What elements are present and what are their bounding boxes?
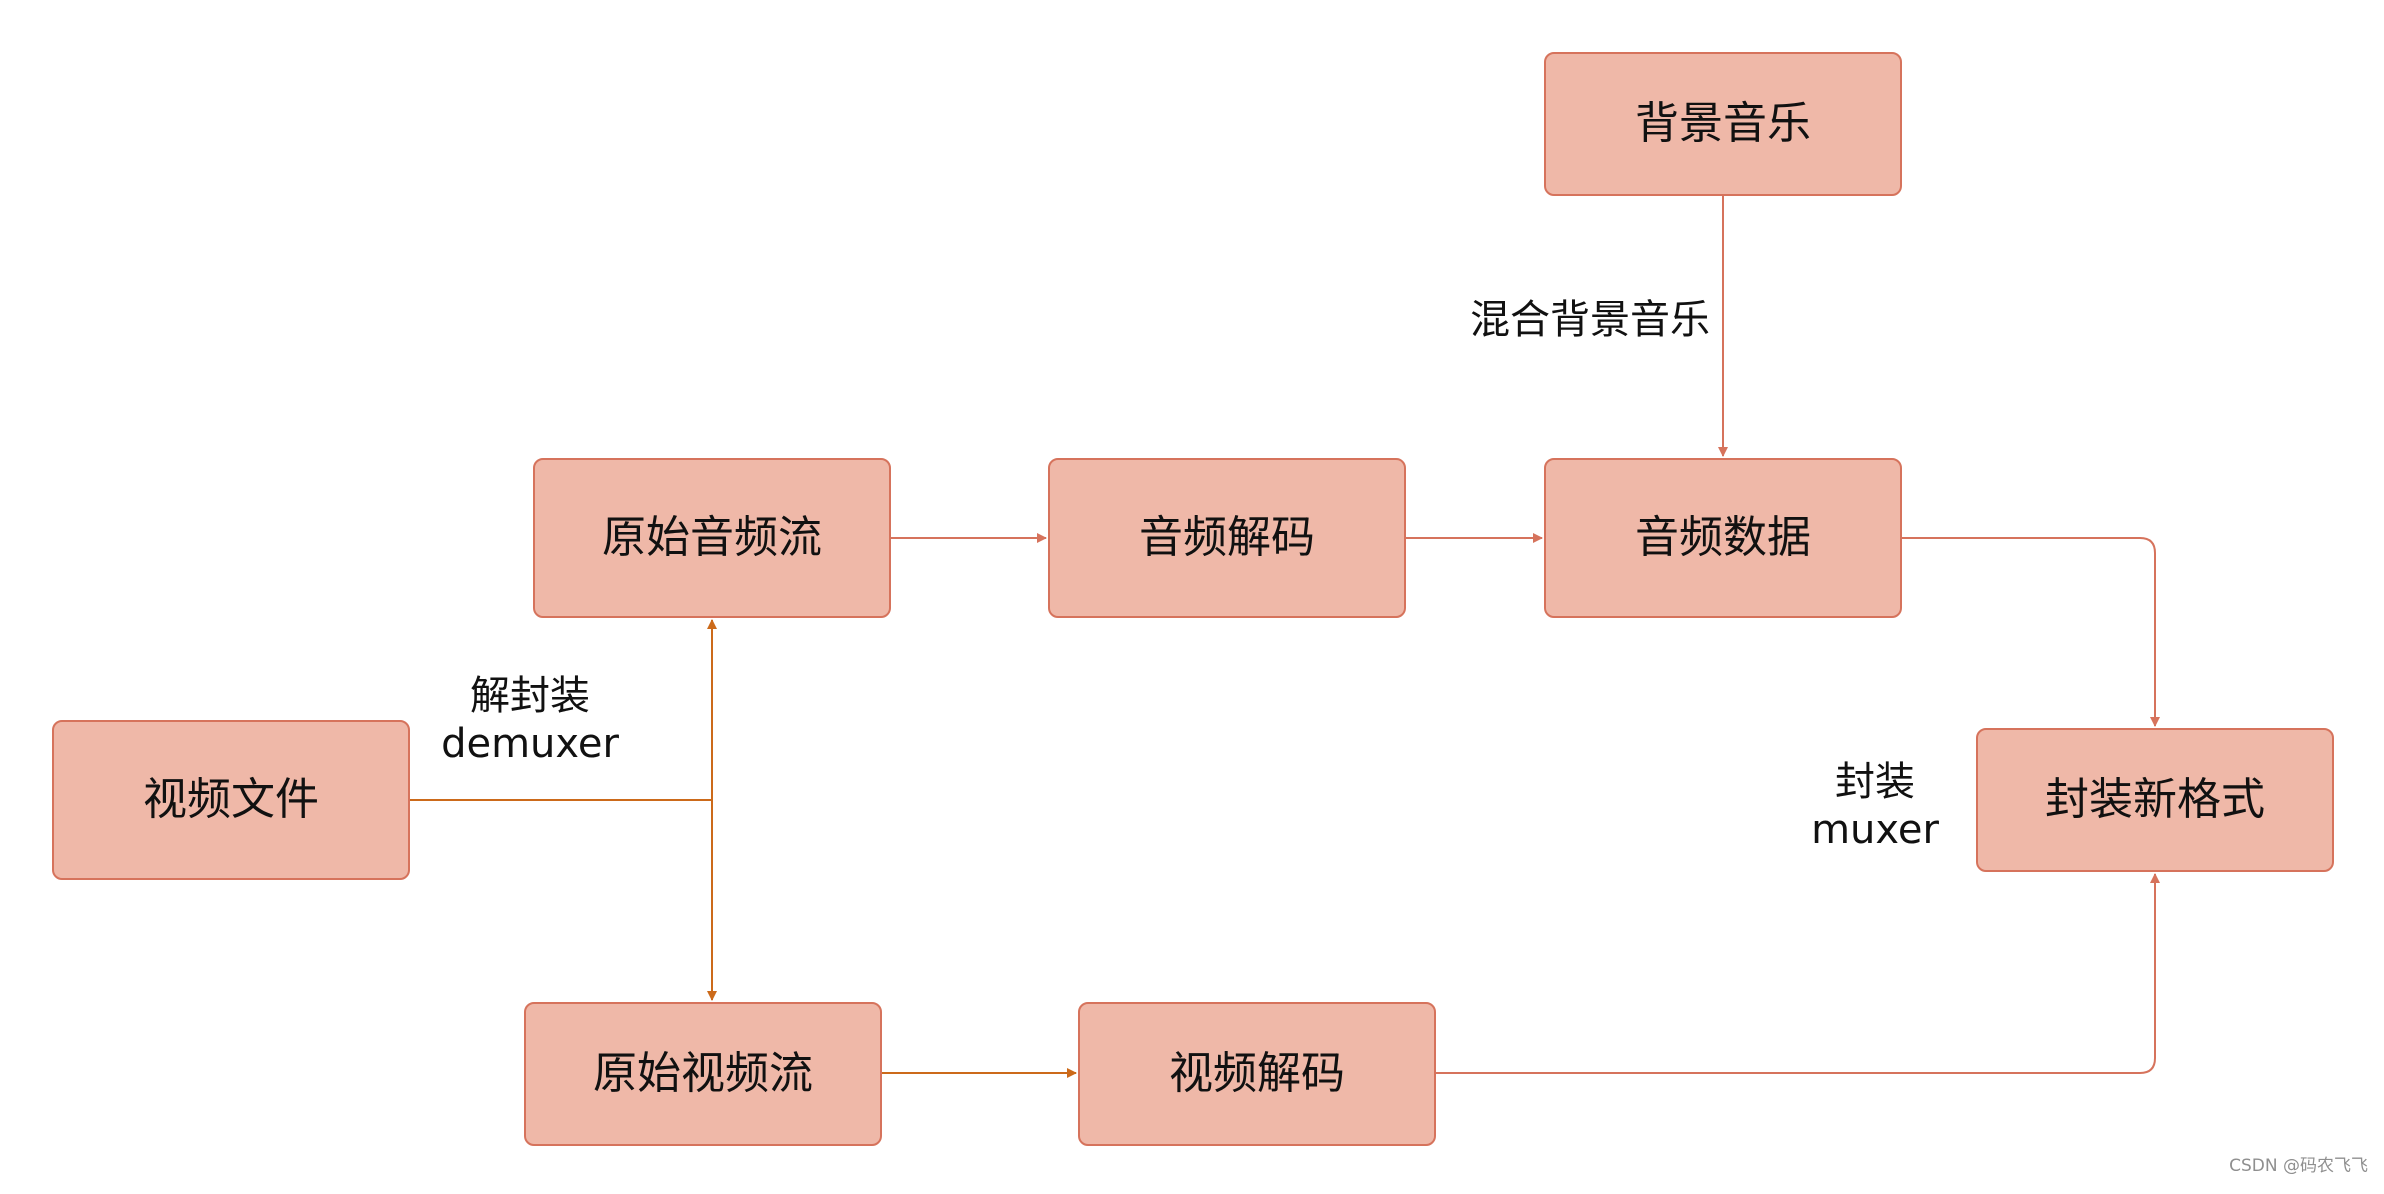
watermark: CSDN @码农飞飞 — [2229, 1156, 2368, 1176]
node-label: 原始视频流 — [593, 1048, 813, 1099]
node-label: 原始音频流 — [602, 512, 822, 563]
node-background-music[interactable]: 背景音乐 — [1544, 52, 1902, 196]
edge-audio-data-to-remux — [1902, 537, 2160, 727]
node-label: 封装新格式 — [2045, 774, 2265, 825]
node-video-file[interactable]: 视频文件 — [52, 720, 410, 880]
edge-label-cn: 解封装 — [470, 673, 590, 719]
node-remux-new-format[interactable]: 封装新格式 — [1976, 728, 2334, 872]
node-raw-audio-stream[interactable]: 原始音频流 — [533, 458, 891, 618]
edge-label-text: 混合背景音乐 — [1470, 297, 1710, 343]
node-audio-data[interactable]: 音频数据 — [1544, 458, 1902, 618]
node-audio-decode[interactable]: 音频解码 — [1048, 458, 1406, 618]
edge-label-mix-bgm: 混合背景音乐 — [1470, 296, 1710, 344]
node-video-decode[interactable]: 视频解码 — [1078, 1002, 1436, 1146]
edge-label-cn: 封装 — [1835, 759, 1915, 805]
node-label: 背景音乐 — [1635, 98, 1811, 149]
edge-video-decode-to-remux — [1436, 873, 2160, 1074]
node-label: 视频解码 — [1169, 1048, 1345, 1099]
edge-label-en: demuxer — [441, 721, 619, 767]
edge-label-demuxer: 解封装 demuxer — [440, 672, 620, 768]
node-raw-video-stream[interactable]: 原始视频流 — [524, 1002, 882, 1146]
edge-label-muxer: 封装 muxer — [1800, 758, 1950, 854]
node-label: 音频解码 — [1139, 512, 1315, 563]
node-label: 视频文件 — [143, 774, 319, 825]
edge-label-en: muxer — [1811, 807, 1939, 853]
node-label: 音频数据 — [1635, 512, 1811, 563]
